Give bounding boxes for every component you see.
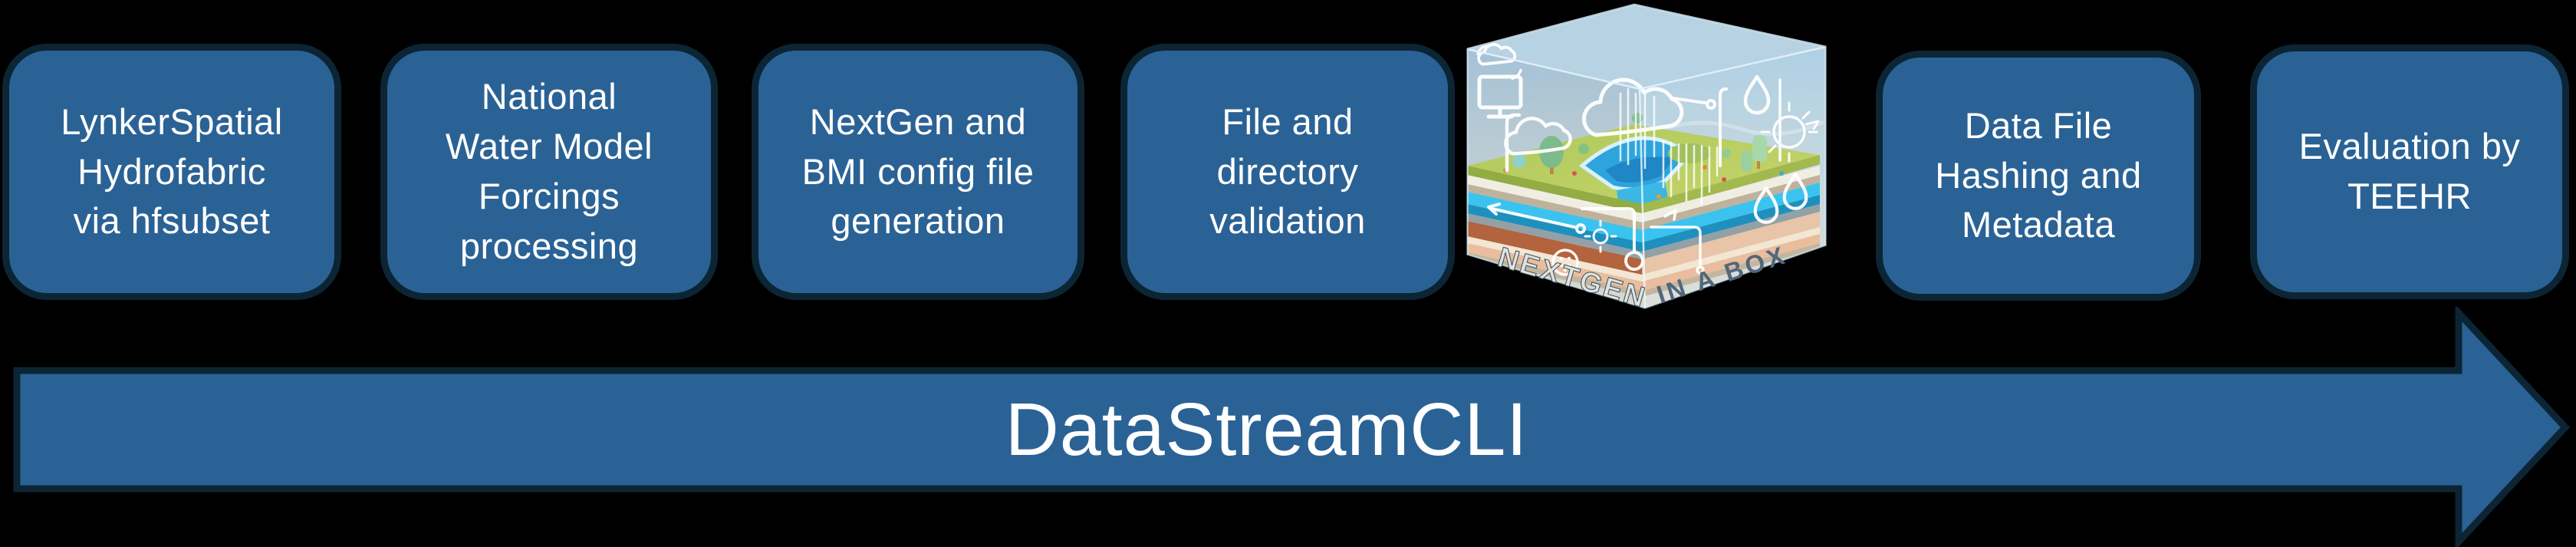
sun-cycle-icon [1760, 78, 1820, 163]
datastream-arrow-label: DataStreamCLI [17, 371, 2459, 489]
nextgen-in-a-box-illustration: NEXTGEN IN A BOX [1466, 3, 1827, 311]
droplet-icon [1753, 186, 1779, 224]
step-label-bmi-config: NextGen and BMI config file generation [801, 101, 1035, 242]
cloud-icon [1582, 77, 1716, 137]
step-label-hydrofabric: LynkerSpatial Hydrofabric via hfsubset [61, 101, 283, 242]
step-box-hydrofabric: LynkerSpatial Hydrofabric via hfsubset [2, 44, 341, 300]
hill [1668, 143, 1711, 163]
step-label-hashing-metadata: Data File Hashing and Metadata [1935, 104, 2142, 245]
tree [1539, 136, 1564, 168]
step-label-nwm-forcings: National Water Model Forcings processing [445, 76, 653, 266]
step-label-validation: File and directory validation [1209, 101, 1366, 242]
cube-interior [1467, 5, 1826, 308]
step-box-bmi-config: NextGen and BMI config file generation [752, 44, 1084, 300]
step-box-teehr: Evaluation by TEEHR [2250, 44, 2569, 299]
flow-lines [1487, 203, 1705, 276]
droplet-icon [1782, 172, 1808, 210]
pole-icon [1505, 113, 1522, 173]
datastream-cli-text: DataStreamCLI [1005, 387, 1528, 471]
step-label-teehr: Evaluation by TEEHR [2298, 126, 2521, 216]
step-box-validation: File and directory validation [1120, 44, 1455, 300]
step-box-hashing-metadata: Data File Hashing and Metadata [1876, 51, 2201, 301]
cloud-icon [1504, 117, 1572, 156]
droplet-icon [1743, 74, 1771, 115]
rain-lines [1619, 87, 1719, 206]
step-box-nwm-forcings: National Water Model Forcings processing [380, 44, 718, 300]
pole-icon [1719, 87, 1728, 167]
datastream-arrow [13, 307, 2571, 547]
